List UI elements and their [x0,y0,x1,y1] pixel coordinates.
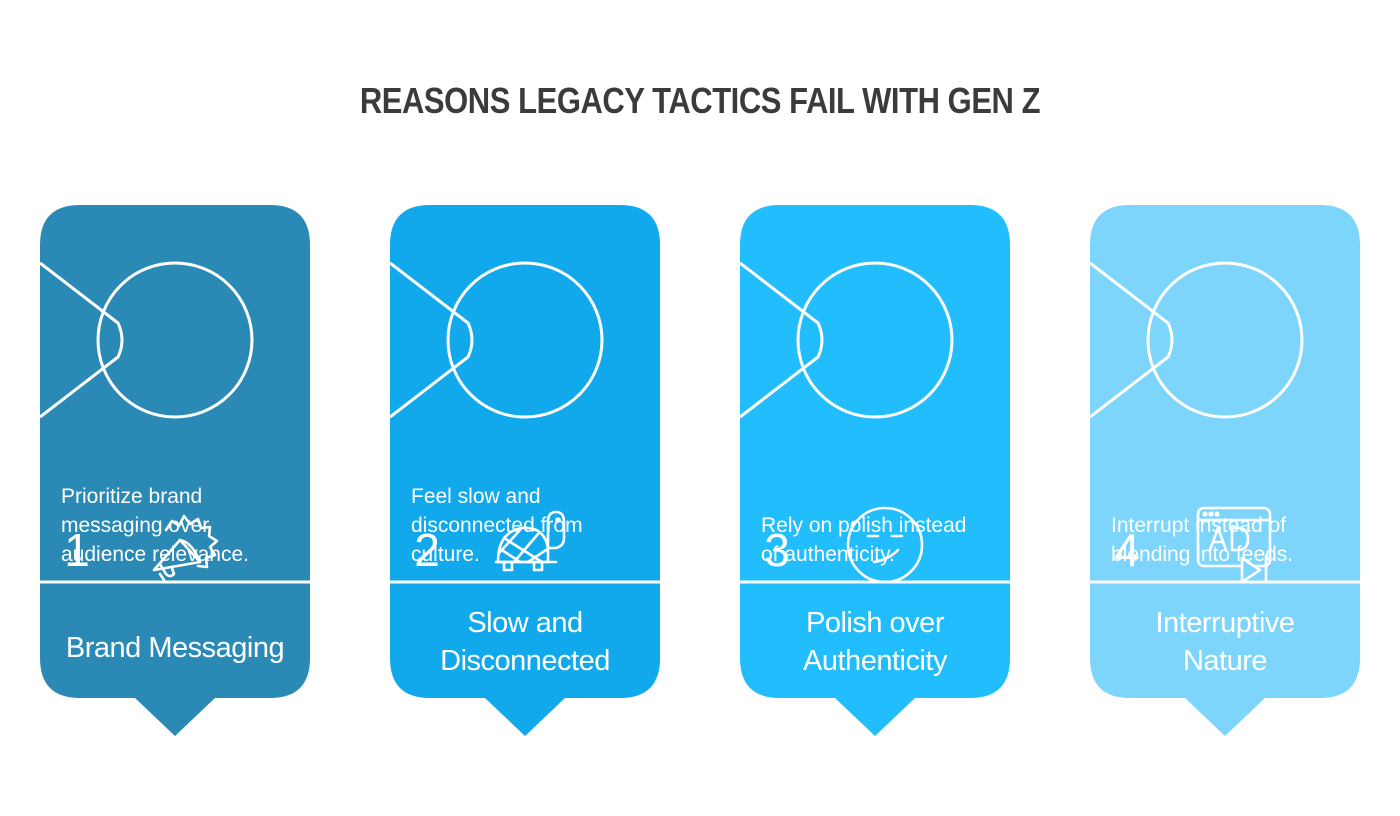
card-polish-over-authenticity: 3 Rely on polish instead of authenticity… [740,205,1010,737]
card-description: Feel slow and disconnected from culture. [411,485,583,566]
smirk-face-icon [846,506,924,584]
card-label: Slow and Disconnected [390,585,660,698]
card-brand-messaging: 1 Prioritize brand messaging over audien… [40,205,310,737]
step-number: 1 [64,524,90,576]
card-label-text: Brand Messaging [65,631,285,664]
step-number: 4 [1114,524,1140,576]
card-label: Brand Messaging [40,591,310,704]
card-description: Prioritize brand messaging over audience… [61,485,249,566]
step-number: 2 [414,524,440,576]
card-shape [1090,205,1360,736]
card-shape [40,205,310,736]
card-label-text: Interruptive Nature [1155,606,1295,677]
page-title: Reasons Legacy Tactics Fail with Gen Z [359,80,1041,121]
card-label: Interruptive Nature [1090,585,1360,698]
step-number: 3 [764,524,790,576]
card-label: Polish over Authenticity [740,585,1010,698]
turtle-icon [494,510,566,572]
card-shape [740,205,1010,736]
card-description: Rely on polish instead of authenticity. [761,514,967,566]
card-shape [390,205,660,736]
card-slow-and-disconnected: 2 Feel slow and disconnected from cultur… [390,205,660,737]
card-interruptive-nature: 4 Interrupt instead of blending into fee… [1090,205,1360,737]
ad-video-icon [1196,506,1272,584]
megaphone-icon [152,514,219,582]
card-label-text: Slow and Disconnected [440,606,610,677]
card-label-text: Polish over Authenticity [803,606,947,677]
card-description: Interrupt instead of blending into feeds… [1111,514,1294,566]
